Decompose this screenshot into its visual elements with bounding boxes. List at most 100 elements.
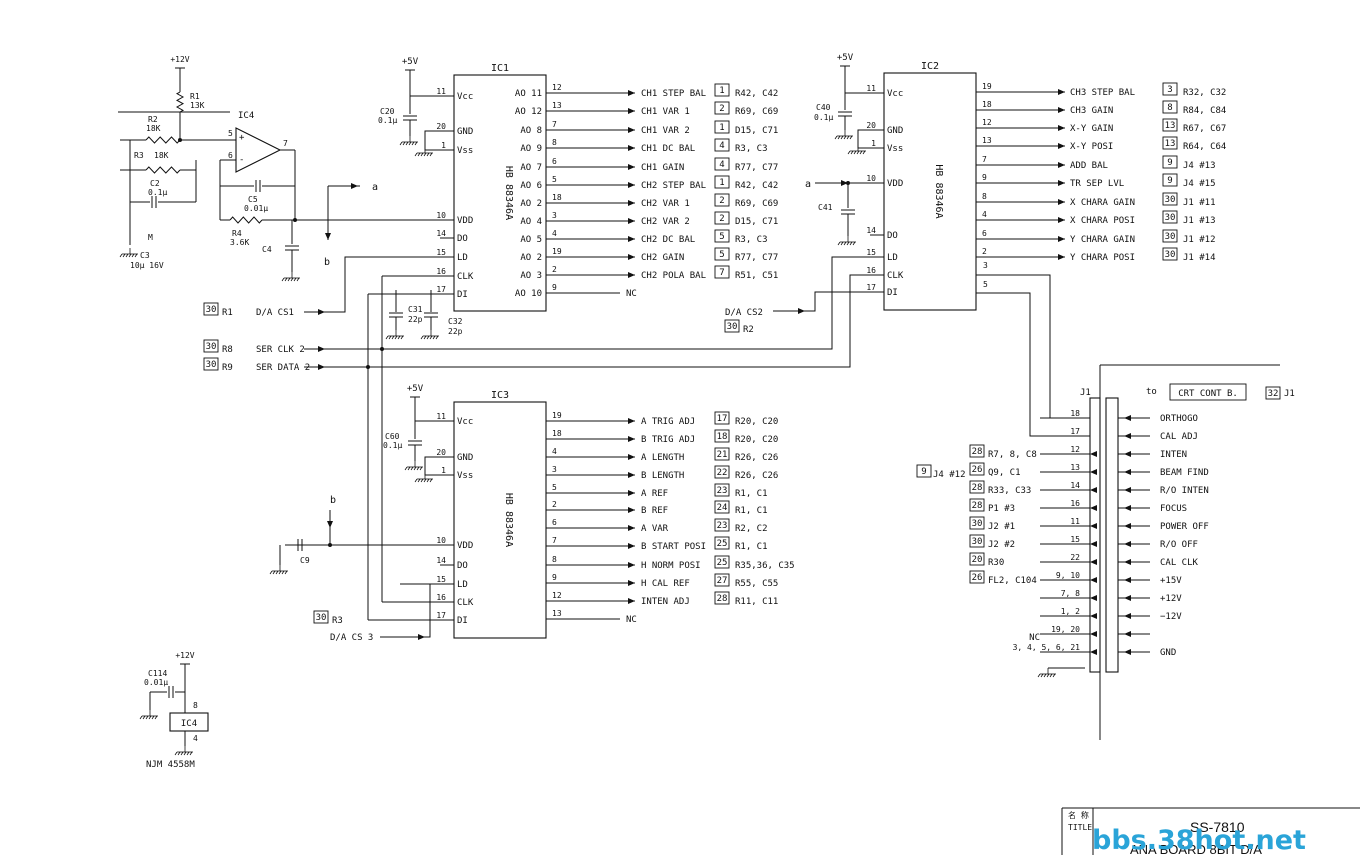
- ic3-out-num: 6: [552, 518, 557, 527]
- ground-icon: [145, 715, 149, 720]
- arrow-left-icon: [1124, 631, 1131, 637]
- arrow-right-icon: [628, 418, 635, 424]
- ic3-pin-name: LD: [457, 580, 468, 590]
- ground-icon: [410, 466, 414, 471]
- ic1-pin-name: CLK: [457, 272, 474, 282]
- ground-icon: [404, 466, 408, 471]
- ic2-sheet-ref-num: 30: [1165, 232, 1176, 242]
- j1-signal: FOCUS: [1160, 504, 1187, 514]
- ic1-sheet-ref-num: 4: [719, 160, 724, 170]
- ic1-out-num: 18: [552, 193, 562, 202]
- ic3-pin-num: 14: [436, 556, 446, 565]
- ic1-out-name: AO 6: [520, 181, 542, 191]
- ic2-sheet-ref-num: 30: [1165, 250, 1176, 260]
- j1-pin-num: 18: [1070, 409, 1080, 418]
- ic2-ref-label: J1 #13: [1183, 216, 1216, 226]
- ic3-sheet-ref-num: 23: [717, 486, 728, 496]
- j1-ref-label: FL2, C104: [988, 576, 1037, 586]
- ground-icon: [131, 253, 135, 258]
- ground-icon: [843, 241, 847, 246]
- ic1-pin-num: 16: [436, 267, 446, 276]
- cap-value: 0.1μ: [378, 116, 397, 125]
- node-b-label: b: [330, 495, 336, 506]
- input-cs1-sheet: [203, 302, 219, 316]
- j1-sheet-ref-num: 28: [972, 447, 983, 457]
- ic3-out-num: 3: [552, 465, 557, 474]
- ic3-signal: H CAL REF: [641, 579, 690, 589]
- ic2-out-num: 2: [982, 247, 987, 256]
- input-cs3-signal: D/A CS 3: [330, 633, 373, 643]
- input-serclk-signal: SER CLK 2: [256, 345, 305, 355]
- ic3-sheet-ref-num: 21: [717, 450, 728, 460]
- ic2-pin-num: 1: [871, 139, 876, 148]
- input-cs2-sheet-num: 30: [727, 322, 738, 332]
- ic1-out-name: AO 12: [515, 107, 542, 117]
- ic1-ref-label: R69, C69: [735, 199, 778, 209]
- j1-sheet-ref-num: 20: [972, 555, 983, 565]
- ic3-out-num: 4: [552, 447, 557, 456]
- j1-pin-num: 12: [1070, 445, 1080, 454]
- opamp-ref: IC4: [238, 111, 254, 121]
- ic2-signal: X-Y POSI: [1070, 142, 1113, 152]
- ic3-nc: NC: [626, 615, 637, 625]
- input-cs1-ref: R1: [222, 308, 233, 318]
- ic1-pin-num: 14: [436, 229, 446, 238]
- ic3-ref-label: R20, C20: [735, 435, 778, 445]
- arrow-left-icon: [1090, 469, 1097, 475]
- ground-icon: [423, 335, 427, 340]
- opamp-triangle-icon: [235, 127, 282, 173]
- ic1-ref-label: R77, C77: [735, 253, 778, 263]
- ic3-pin-name: GND: [457, 453, 473, 463]
- j1-ref-label: Q9, C1: [988, 468, 1021, 478]
- ic1-ref-label: R42, C42: [735, 89, 778, 99]
- cap-value: 22p: [448, 327, 463, 336]
- ic1-pin-name: LD: [457, 253, 468, 263]
- ground-icon: [284, 570, 288, 575]
- cs1-route: [325, 256, 440, 313]
- ic3-part: HB 88346A: [503, 493, 514, 547]
- ic2-pin-5: 5: [983, 280, 988, 289]
- ground-icon: [397, 335, 401, 340]
- arrow-down-icon: [325, 233, 331, 240]
- ic2-sheet-ref-num: 30: [1165, 195, 1176, 205]
- j4-sheet: [916, 464, 932, 478]
- ic3-signal: A VAR: [641, 524, 669, 534]
- vcc-label: +5V: [402, 57, 419, 67]
- ic1-out-name: AO 5: [520, 235, 542, 245]
- ground-icon: [408, 141, 412, 146]
- arrow-right-icon: [1058, 236, 1065, 242]
- arrow-left-icon: [1124, 595, 1131, 601]
- ground-icon: [183, 751, 187, 756]
- arrow-left-icon: [1124, 451, 1131, 457]
- j1-pin-num: 16: [1070, 499, 1080, 508]
- ground-icon: [414, 478, 418, 483]
- arrow-right-icon: [418, 634, 425, 640]
- ic1-sheet-ref-num: 5: [719, 232, 724, 242]
- ic3-pin-num: 15: [436, 575, 446, 584]
- ic1-sheet-ref-num: 2: [719, 196, 724, 206]
- ground-icon: [416, 466, 420, 471]
- serdata-route: [325, 274, 870, 368]
- ic2-pin-num: 17: [866, 283, 876, 292]
- ground-icon: [414, 141, 418, 146]
- vcc-label: +5V: [837, 53, 854, 63]
- cap-label: C41: [818, 203, 833, 212]
- ic2-signal: CH3 GAIN: [1070, 106, 1113, 116]
- arrow-right-icon: [1058, 199, 1065, 205]
- ic3-out-num: 18: [552, 429, 562, 438]
- input-serdata-ref: R9: [222, 363, 233, 373]
- ic3-sheet-ref: [714, 483, 730, 497]
- title-kanji: 名 称: [1068, 810, 1089, 820]
- ic1-ref-label: R3, C3: [735, 144, 768, 154]
- ic1-out-name: AO 3: [520, 271, 542, 281]
- ic3-out-num: 12: [552, 591, 562, 600]
- ic3-ref-label: R26, C26: [735, 453, 778, 463]
- ground-icon: [417, 152, 421, 157]
- cap-label: C40: [816, 103, 831, 112]
- ic3-body: [453, 401, 547, 639]
- input-serdata-signal: SER DATA 2: [256, 363, 310, 373]
- ic1-sheet-ref: [714, 101, 730, 115]
- ic2-out-num: 13: [982, 136, 992, 145]
- r2-label: R2: [148, 115, 158, 124]
- title-label: TITLE: [1068, 823, 1092, 832]
